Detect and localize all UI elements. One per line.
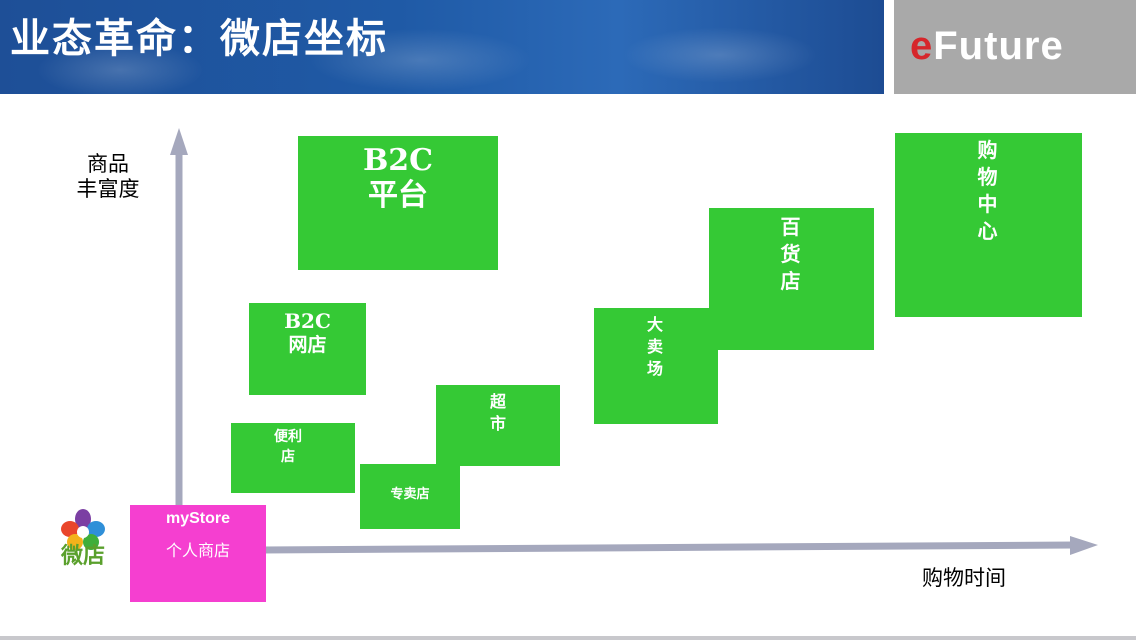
y-axis-label: 商品 丰富度: [76, 152, 140, 201]
x-axis-arrow: [1070, 536, 1098, 555]
page-title: 业态革命：微店坐标: [10, 16, 388, 62]
convenience-store-box: 便利 店: [231, 423, 355, 493]
b2c-platform-box: B2C 平台: [298, 136, 498, 270]
weidian-icon-label: 微店: [60, 544, 105, 569]
mystore-title: myStore: [165, 510, 231, 527]
specialty-store-box: 专卖店: [360, 464, 460, 529]
logo-rest: Future: [933, 24, 1064, 68]
y-axis-arrow: [170, 128, 188, 155]
hypermarket-box: 大 卖 场: [594, 308, 718, 424]
shopping-mall-box: 购 物 中 心: [895, 133, 1082, 317]
b2c-store-line2: 网店: [288, 334, 327, 356]
b2c-store-box: B2C 网店: [249, 303, 366, 395]
logo-prefix: e: [910, 24, 934, 68]
department-store-box: 百 货 店: [709, 208, 874, 350]
footer-line: [0, 636, 1136, 640]
efuture-logo-text: eFuture: [910, 24, 1064, 69]
header-divider: [884, 0, 894, 94]
weidian-flower-icon: [61, 509, 105, 550]
b2c-store-line1: B2C: [284, 309, 331, 333]
world-map-background: [0, 0, 884, 94]
mystore-subtitle: 个人商店: [165, 541, 230, 560]
mystore-box: myStore 个人商店: [130, 505, 266, 602]
header-banner: 业态革命：微店坐标: [0, 0, 884, 94]
b2c-platform-line2: 平台: [368, 178, 428, 213]
supermarket-box: 超 市: [436, 385, 560, 466]
x-axis-label: 购物时间: [922, 566, 1006, 590]
b2c-platform-line1: B2C: [362, 143, 434, 178]
x-axis-line: [261, 541, 1076, 554]
efuture-logo: eFuture: [894, 0, 1136, 94]
